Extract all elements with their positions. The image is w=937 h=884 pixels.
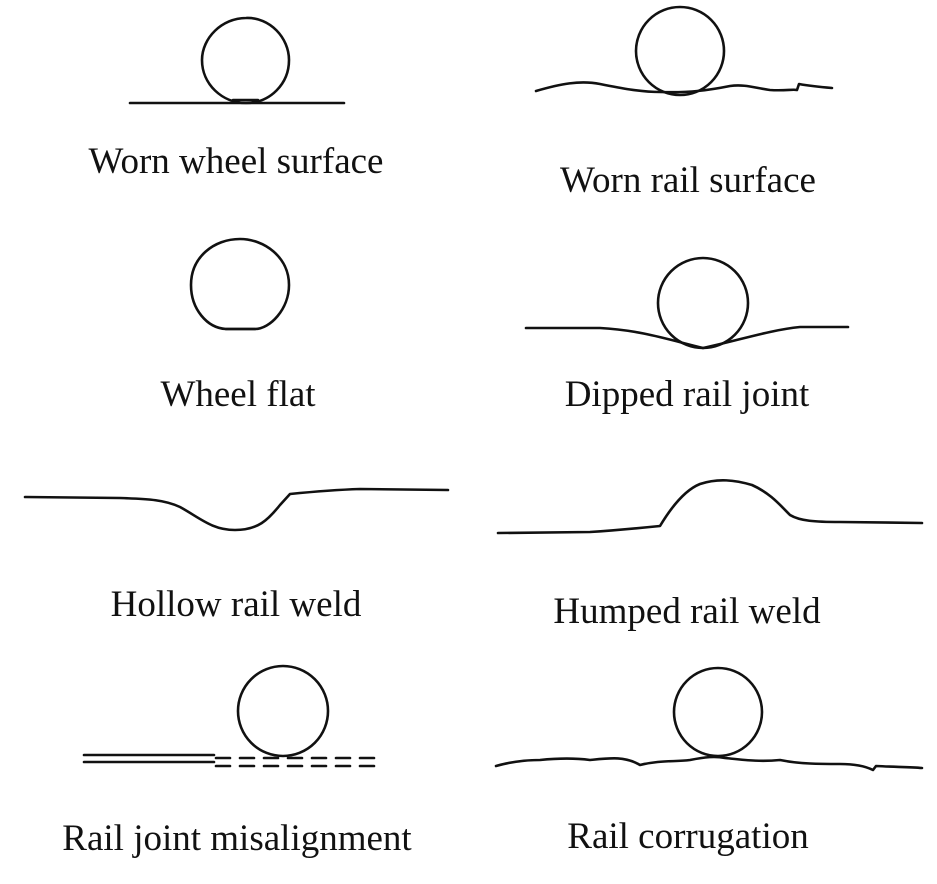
humped-weld-line (496, 479, 924, 535)
wheel-flat-figure (189, 237, 291, 331)
label-hollow-rail-weld: Hollow rail weld (110, 584, 362, 625)
label-humped-rail-weld: Humped rail weld (553, 591, 821, 632)
corrugated-rail-line (494, 755, 924, 772)
wheel-icon (656, 256, 750, 350)
wheel-icon (236, 664, 330, 758)
wheel-icon (672, 666, 764, 758)
dipped-rail-line (524, 325, 850, 350)
hollow-rail-weld-figure (23, 487, 450, 532)
label-worn-wheel-surface: Worn wheel surface (88, 141, 384, 182)
worn-wheel-icon (200, 16, 291, 105)
label-dipped-rail-joint: Dipped rail joint (564, 374, 810, 415)
hollow-weld-line (23, 487, 450, 532)
label-rail-corrugation: Rail corrugation (567, 816, 809, 857)
rail-joint-misalignment-figure (82, 664, 376, 768)
worn-rail-line (534, 81, 834, 94)
worn-rail-surface-figure (534, 5, 834, 97)
rail-corrugation-figure (494, 666, 924, 772)
flat-wheel-icon (189, 237, 291, 331)
label-worn-rail-surface: Worn rail surface (560, 160, 816, 201)
label-rail-joint-misalignment: Rail joint misalignment (62, 818, 412, 859)
humped-rail-weld-figure (496, 479, 924, 535)
worn-wheel-surface-figure (128, 16, 346, 105)
wheel-icon (634, 5, 726, 97)
dipped-rail-joint-figure (524, 256, 850, 350)
label-wheel-flat: Wheel flat (160, 374, 316, 415)
